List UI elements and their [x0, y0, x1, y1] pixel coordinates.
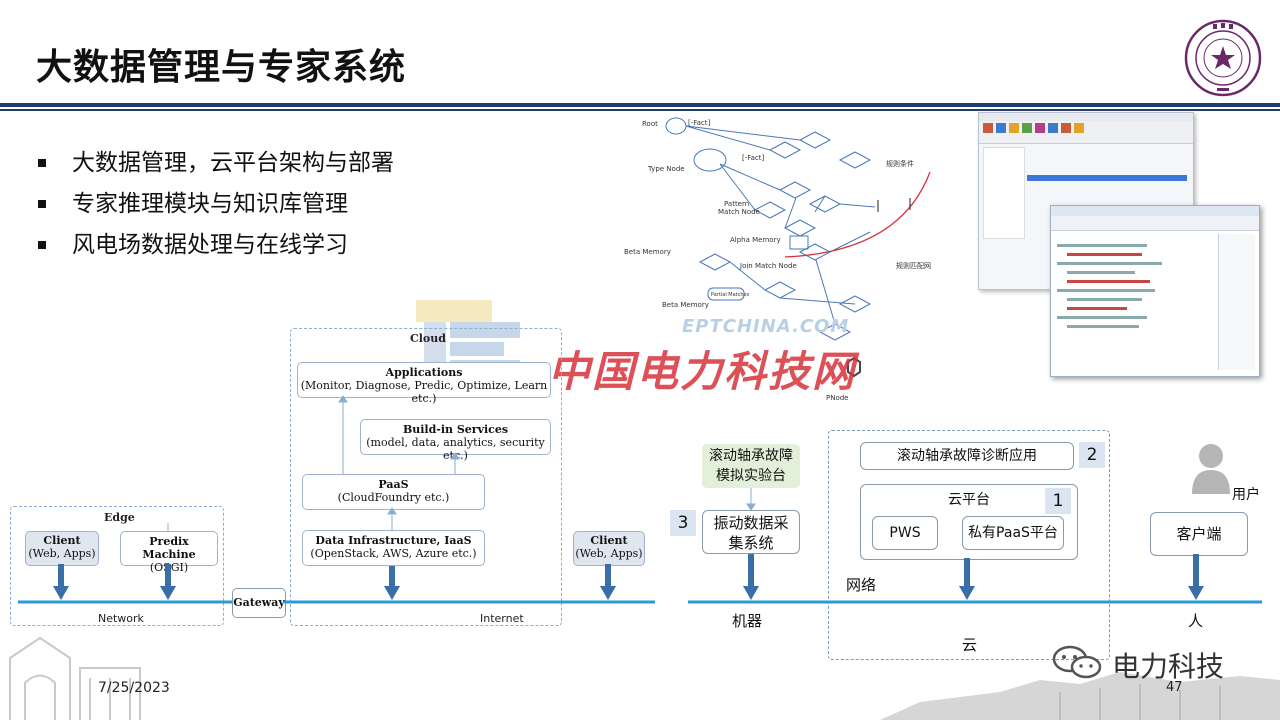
- edge-boundary: [10, 506, 224, 626]
- bullet-marker: [38, 159, 46, 167]
- title-divider-thin: [0, 109, 1280, 111]
- bullet-list: 大数据管理，云平台架构与部署 专家推理模块与知识库管理 风电场数据处理与在线学习: [38, 146, 394, 269]
- wechat-icon: [1052, 645, 1102, 679]
- architecture-connectors: [18, 395, 655, 604]
- bullet-item: 大数据管理，云平台架构与部署: [38, 146, 394, 187]
- cloud-deployment-boundary: [828, 430, 1110, 660]
- iaas-box: Data Infrastructure, IaaS(OpenStack, AWS…: [302, 530, 485, 566]
- slide-title: 大数据管理与专家系统: [36, 47, 407, 88]
- build-in-services-box: Build-in Services(model, data, analytics…: [360, 419, 551, 462]
- rete-label: [-Fact]: [688, 119, 711, 127]
- building-silhouette-decoration: [880, 672, 1280, 720]
- bullet-text: 风电场数据处理与在线学习: [72, 232, 348, 258]
- wechat-watermark-label: 电力科技: [1112, 650, 1225, 683]
- rete-label: Root: [642, 120, 658, 128]
- step-number-2: 2: [1079, 442, 1105, 468]
- diagnosis-app-box: 滚动轴承故障诊断应用: [860, 442, 1074, 470]
- user-icon: [1192, 444, 1230, 494]
- watermark-site: EPTCHINA.COM: [682, 316, 850, 337]
- watermark-cn: 中国电力科技网: [548, 347, 857, 396]
- cloud-cn-label: 云: [962, 636, 978, 654]
- predix-machine-box: Predix Machine(OSGI): [120, 531, 218, 574]
- page-number: 47: [1166, 680, 1183, 695]
- step-number-3: 3: [670, 510, 696, 536]
- test-rig-box: 滚动轴承故障模拟实验台: [702, 444, 800, 488]
- network-cn-label: 网络: [846, 576, 877, 594]
- rete-network-diagram: Root [-Fact] Type Node [-Fact] Pattern M…: [624, 117, 931, 402]
- step-number-1: 1: [1045, 488, 1071, 514]
- software-screenshot-front: [1050, 205, 1260, 377]
- rete-label: Beta Memory: [624, 248, 671, 256]
- applications-box: Applications(Monitor, Diagnose, Predic, …: [297, 362, 551, 405]
- person-label: 人: [1188, 612, 1204, 630]
- gateway-box: Gateway: [232, 588, 286, 618]
- private-paas-box: 私有PaaS平台: [962, 516, 1064, 550]
- bullet-marker: [38, 200, 46, 208]
- deployment-connectors: [688, 488, 1262, 604]
- network-label: Network: [98, 612, 144, 625]
- user-label: 用户: [1232, 487, 1260, 503]
- edge-label: Edge: [104, 511, 135, 524]
- rete-label: Alpha Memory: [730, 236, 781, 244]
- title-divider: [0, 103, 1280, 107]
- test-rig-label: 滚动轴承故障模拟实验台: [709, 448, 793, 484]
- paas-box: PaaS(CloudFoundry etc.): [302, 474, 485, 510]
- cloud-label: Cloud: [410, 332, 446, 345]
- building-sketch-decoration: [9, 636, 141, 720]
- rete-label: Partial Matches: [711, 292, 750, 298]
- slide-date: 7/25/2023: [98, 680, 170, 696]
- rete-label: 规则匹配网: [896, 261, 931, 270]
- rete-label: Match Node: [718, 208, 760, 216]
- internet-label: Internet: [480, 612, 524, 625]
- bullet-text: 大数据管理，云平台架构与部署: [72, 150, 394, 176]
- pws-box: PWS: [872, 516, 938, 550]
- rete-label: Beta Memory: [662, 301, 709, 309]
- machine-label: 机器: [732, 612, 763, 630]
- type-node: [693, 148, 727, 172]
- bullet-item: 专家推理模块与知识库管理: [38, 187, 394, 228]
- university-seal-logo: [1184, 19, 1262, 97]
- rete-label: PNode: [826, 394, 849, 402]
- vibration-acquisition-box: 振动数据采集系统: [702, 510, 800, 554]
- rete-label: 规则条件: [886, 159, 914, 168]
- rete-label: [-Fact]: [742, 154, 765, 162]
- bullet-text: 专家推理模块与知识库管理: [72, 191, 348, 217]
- bullet-marker: [38, 241, 46, 249]
- cloud-boundary: [290, 328, 562, 626]
- rete-label: Type Node: [647, 165, 685, 173]
- bullet-item: 风电场数据处理与在线学习: [38, 228, 394, 269]
- root-node: [665, 117, 687, 135]
- edge-client-box: Client(Web, Apps): [25, 531, 99, 566]
- rete-label: Join Match Node: [739, 262, 797, 270]
- rete-label: Pattern: [724, 200, 749, 208]
